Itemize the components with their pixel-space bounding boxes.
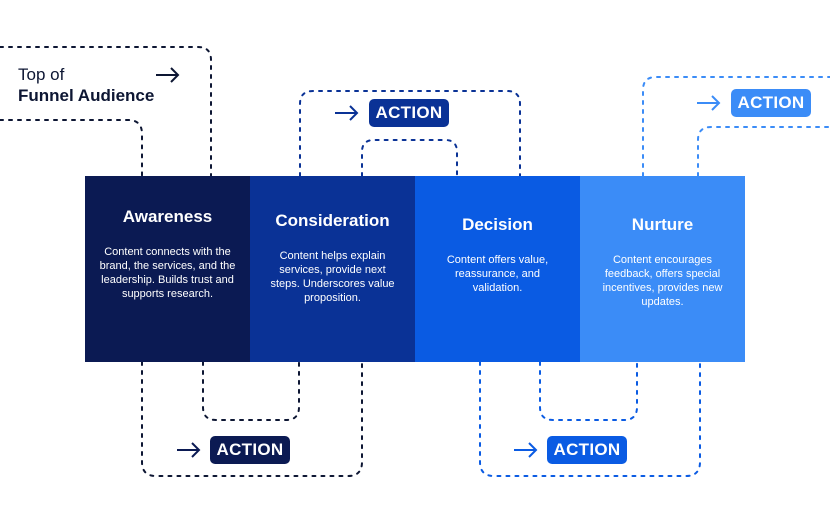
stage-description: Content connects with the brand, the ser…	[99, 246, 236, 300]
flow-path-top-entry	[0, 46, 212, 177]
action-badge-consideration: ACTION	[369, 99, 449, 127]
stage-description: Content helps explain services, provide …	[270, 250, 395, 304]
flow-path-nurture-action-inner	[697, 126, 830, 177]
stage-description: Content encourages feedback, offers spec…	[602, 254, 723, 308]
arrow-right-icon	[514, 442, 538, 458]
stage-decision: Decision Content offers value, reassuran…	[415, 176, 580, 362]
flow-path-top-entry-lower	[0, 119, 143, 177]
flow-path-awareness-action	[141, 361, 363, 477]
top-of-funnel-line1: Top of	[18, 65, 65, 84]
stage-title: Awareness	[122, 207, 213, 226]
flow-path-decision-action	[479, 361, 701, 477]
action-badge-awareness: ACTION	[210, 436, 290, 464]
funnel-stages: Awareness Content connects with the bran…	[85, 176, 745, 362]
stage-description: Content offers value, reassurance, and v…	[446, 254, 549, 294]
stage-title: Decision	[462, 215, 533, 234]
stage-awareness: Awareness Content connects with the bran…	[85, 176, 250, 362]
arrow-right-icon	[156, 67, 180, 83]
action-badge-decision: ACTION	[547, 436, 627, 464]
top-of-funnel-label: Top of Funnel Audience	[18, 64, 154, 106]
stage-consideration: Consideration Content helps explain serv…	[250, 176, 415, 362]
arrow-right-icon	[335, 105, 359, 121]
top-of-funnel-line2: Funnel Audience	[18, 86, 155, 105]
stage-nurture: Nurture Content encourages feedback, off…	[580, 176, 745, 362]
action-badge-nurture: ACTION	[731, 89, 811, 117]
flow-path-consideration-action-inner	[361, 139, 458, 177]
arrow-right-icon	[177, 442, 201, 458]
stage-title: Nurture	[631, 215, 694, 234]
flow-path-consideration-action	[299, 90, 521, 177]
flow-path-decision-action-inner	[539, 361, 638, 421]
stage-title: Consideration	[275, 211, 390, 230]
flow-path-awareness-action-inner	[202, 361, 300, 421]
arrow-right-icon	[697, 95, 721, 111]
